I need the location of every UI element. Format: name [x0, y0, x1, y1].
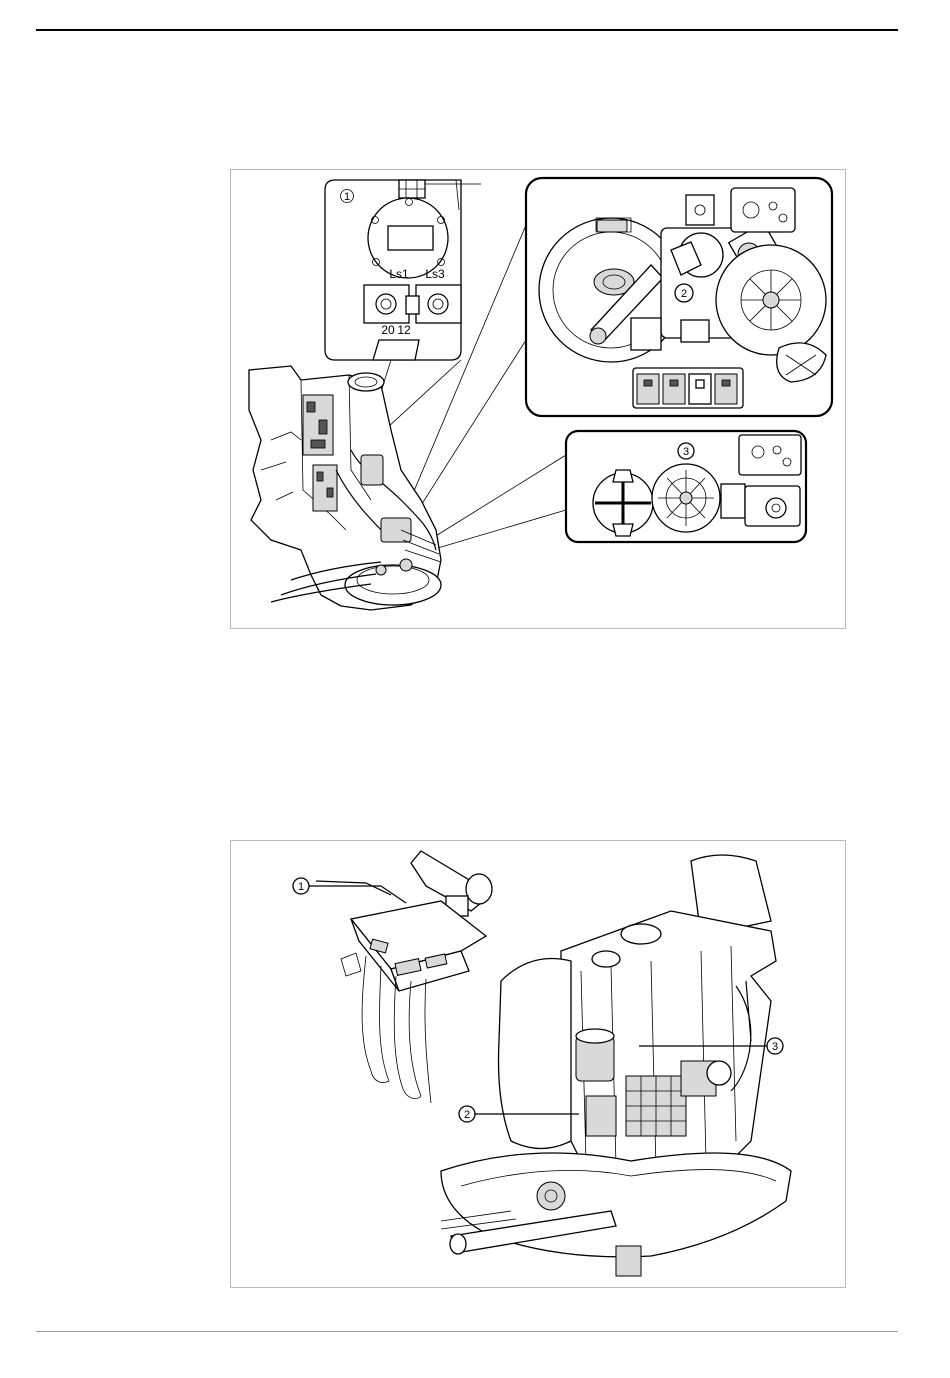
dental-unit-base-drawing: [249, 366, 441, 610]
callout-1-bottom: 1: [298, 881, 304, 893]
figure-bottom-drawing: 1 2 3: [231, 841, 845, 1287]
socket-label-ls1: Ls1: [389, 267, 409, 281]
socket-label-ls3: Ls3: [425, 267, 445, 281]
leader-detail-3-a: [426, 455, 566, 542]
leader-callout-1-tail: [381, 886, 406, 903]
leader-detail-3-b: [431, 510, 566, 550]
terminal-label-12: 12: [397, 323, 411, 337]
callout-1-top: 1: [344, 191, 350, 203]
callout-3-bottom: 3: [772, 1041, 778, 1053]
doctor-element-drawing: [316, 851, 492, 1103]
header-rule: [36, 29, 898, 31]
leader-detail-2-b: [413, 340, 526, 518]
socket-ls1: [364, 285, 409, 323]
detail-3: 3: [566, 431, 806, 542]
figure-top: 1 Ls1 Ls3 20 12: [230, 169, 846, 629]
figure-top-drawing: 1 Ls1 Ls3 20 12: [231, 170, 845, 628]
callout-2-bottom: 2: [464, 1109, 470, 1121]
terminal-label-20: 20: [381, 323, 395, 337]
detail-2: 2: [526, 178, 832, 416]
socket-ls3: [416, 285, 461, 323]
chair-base-drawing: [441, 855, 791, 1276]
detail-1: 1 Ls1 Ls3 20 12: [325, 180, 481, 360]
figure-bottom: 1 2 3: [230, 840, 846, 1288]
callout-3-top: 3: [683, 446, 689, 458]
callout-2-top: 2: [681, 288, 687, 300]
footer-rule: [36, 1331, 898, 1332]
